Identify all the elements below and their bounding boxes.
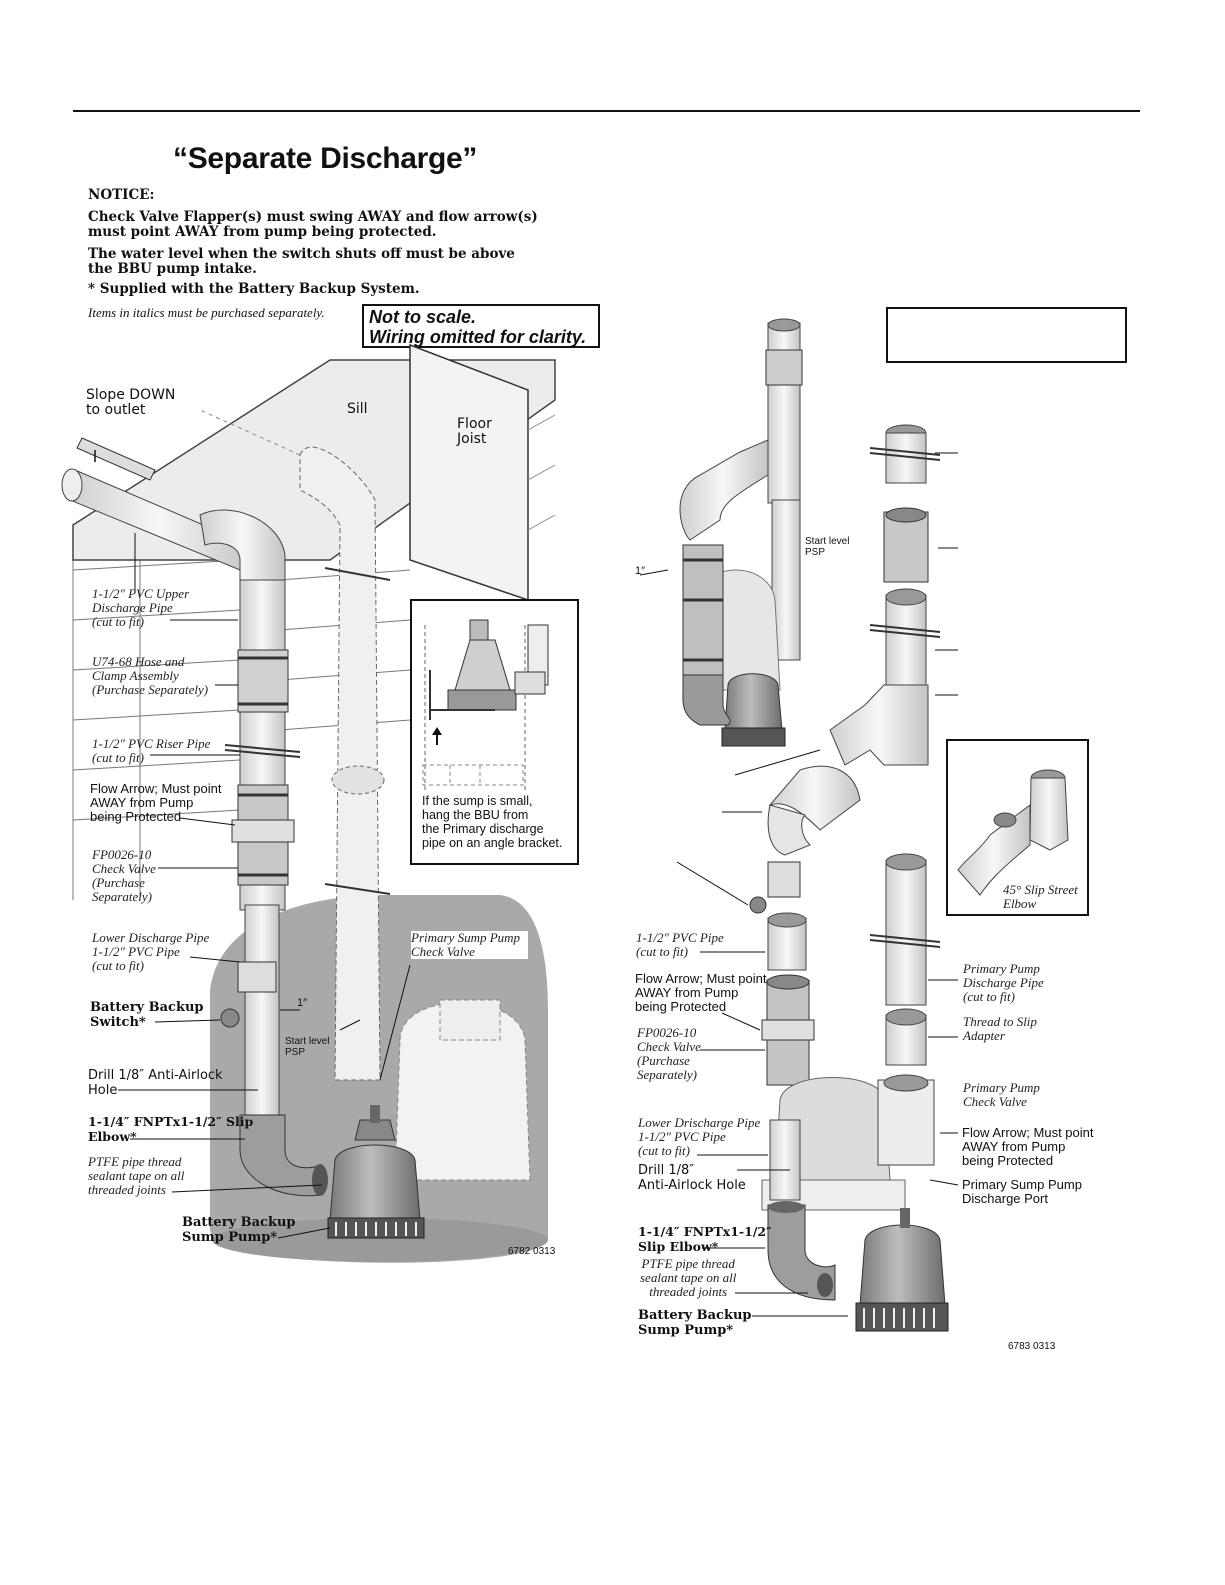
flow-arrow-label: Flow Arrow; Must point AWAY from Pump be… [90, 781, 222, 824]
discharge-port-label: Primary Sump Pump Discharge Port [962, 1177, 1082, 1206]
hose-clamp-label: U74-68 Hose and Clamp Assembly (Purchase… [92, 654, 209, 697]
drill-hole-label: Drill 1/8″ Anti-Airlock Hole [88, 1068, 223, 1098]
lower-pipe-label: Lower Discharge Pipe 1-1/2″ PVC Pipe (cu… [92, 930, 210, 973]
right-bbu-check-valve-stack [682, 544, 724, 676]
top-rule [73, 110, 1140, 112]
right-ptfe-label: PTFE pipe thread sealant tape on all thr… [640, 1256, 737, 1299]
lower-discharge-pipe [244, 904, 280, 1121]
primary-discharge-pipe [299, 446, 381, 1081]
left-figure-code: 6782 0313 [508, 1246, 556, 1257]
one-inch-label: 1″ [297, 997, 308, 1009]
inset-bracket-illustration [422, 619, 549, 790]
right-bb-pump-label: Battery Backup Sump Pump* [638, 1308, 752, 1338]
right-bbu-pump-top [724, 673, 783, 731]
right-flow-arrow-2-label: Flow Arrow; Must point AWAY from Pump be… [962, 1125, 1094, 1168]
exploded-switch [767, 861, 801, 898]
check-valve-label: FP0026-10 Check Valve (Purchase Separate… [92, 847, 156, 904]
floor-joist [409, 343, 529, 602]
primary-discharge-pipe-label: Primary Pump Discharge Pipe (cut to fit) [963, 961, 1044, 1004]
italics-note: Items in italics must be purchased separ… [88, 305, 325, 320]
battery-backup-pump [329, 1144, 421, 1221]
notice-line-3: * Supplied with the Battery Backup Syste… [88, 281, 420, 297]
exploded-pipe-2 [885, 594, 927, 686]
slope-label: Slope DOWN to outlet [86, 387, 176, 418]
primary-check-valve-label: Primary Pump Check Valve [963, 1080, 1040, 1109]
slip-elbow-label: 1-1/4″ FNPTx1-1/2″ Slip Elbow* [88, 1114, 254, 1144]
exploded-primary-check [877, 1079, 935, 1166]
exploded-primary-pipe [885, 859, 927, 1006]
right-slip-elbow [767, 1204, 836, 1301]
thread-adapter-label: Thread to Slip Adapter [963, 1014, 1037, 1043]
page-title: “Separate Discharge” [173, 142, 478, 175]
primary-check-label: Primary Sump Pump Check Valve [411, 931, 529, 959]
right-pvc-pipe-label: 1-1/2″ PVC Pipe (cut to fit) [636, 930, 724, 959]
notice-line-2: The water level when the switch shuts of… [88, 246, 515, 277]
inset-text: If the sump is small, hang the BBU from … [422, 794, 563, 850]
right-check-valve-label: FP0026-10 Check Valve (Purchase Separate… [637, 1025, 701, 1082]
street-elbow-label: 45° Slip Street Elbow [1003, 882, 1078, 911]
notice-line-1: Check Valve Flapper(s) must swing AWAY a… [88, 209, 538, 240]
bb-switch-label: Battery Backup Switch* [90, 1000, 204, 1030]
right-drill-hole-label: Drill 1/8″ Anti-Airlock Hole [638, 1163, 746, 1193]
scale-line-1: Not to scale. [369, 307, 477, 327]
upper-pipe-label: 1-1/2″ PVC Upper Discharge Pipe (cut to … [92, 586, 190, 629]
ptfe-label: PTFE pipe thread sealant tape on all thr… [88, 1154, 185, 1197]
floor-joist-label: Floor Joist [457, 416, 492, 447]
right-slip-elbow-label: 1-1/4″ FNPTx1-1/2″ Slip Elbow* [638, 1224, 772, 1254]
battery-backup-switch [237, 961, 277, 993]
right-lower-pipe [769, 1119, 801, 1201]
level-tool [76, 437, 156, 481]
right-wye-fitting [679, 439, 769, 541]
exploded-elbow [768, 765, 861, 831]
right-one-inch-label: 1″ [635, 565, 646, 577]
hose-clamp-assembly [237, 649, 289, 713]
scale-line-2: Wiring omitted for clarity. [369, 327, 587, 347]
right-battery-backup-pump [859, 1224, 946, 1306]
right-flow-arrow-label: Flow Arrow; Must point AWAY from Pump be… [635, 971, 767, 1014]
empty-label-box [886, 307, 1127, 363]
scale-notice-box: Not to scale. Wiring omitted for clarity… [362, 304, 600, 348]
bb-pump-label: Battery Backup Sump Pump* [182, 1215, 296, 1245]
right-figure-code: 6783 0313 [1008, 1341, 1056, 1352]
start-level-label: Start level PSP [285, 1036, 330, 1058]
sill-label: Sill [347, 401, 368, 417]
notice-heading: NOTICE: [88, 187, 155, 203]
right-lower-pipe-label: Lower Drischarge Pipe 1-1/2″ PVC Pipe (c… [638, 1115, 761, 1158]
upper-elbow [199, 509, 286, 581]
inset-street-elbow-illustration [957, 769, 1069, 896]
right-start-level-label: Start level PSP [805, 536, 850, 558]
exploded-wye [829, 684, 929, 766]
sump-pit-floor [212, 1218, 548, 1262]
riser-pipe-label: 1-1/2″ PVC Riser Pipe (cut to fit) [92, 736, 211, 765]
